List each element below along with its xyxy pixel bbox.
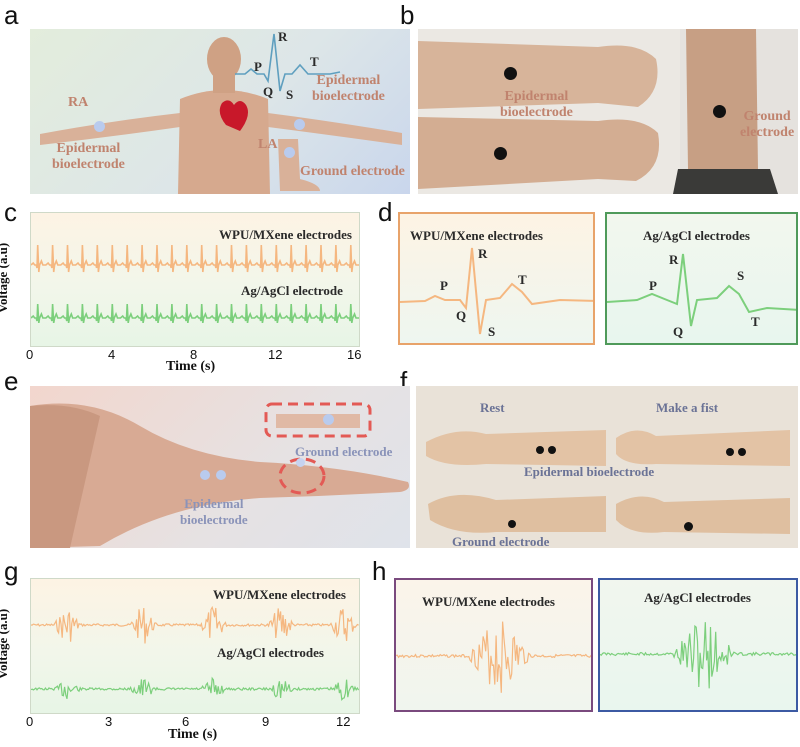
f-dot-3 bbox=[726, 448, 734, 456]
panel-d-left: WPU/MXene electrodes P R Q S T bbox=[398, 212, 595, 345]
d-right-q: Q bbox=[673, 324, 684, 339]
label-la: LA bbox=[258, 137, 278, 152]
panel-letter-e: e bbox=[4, 366, 19, 396]
forearm-photo-illustration bbox=[418, 29, 798, 194]
f-dot-ground-1 bbox=[508, 520, 516, 528]
ecg-single-agagcl bbox=[607, 253, 796, 327]
panel-b: Epidermal bioelectrode Ground electrode bbox=[418, 29, 798, 194]
g-xtick-1: 3 bbox=[105, 714, 113, 729]
series1-label: WPU/MXene electrodes bbox=[213, 587, 346, 602]
epidermal-dot-2 bbox=[216, 470, 226, 480]
h-right-title: Ag/AgCl electrodes bbox=[644, 590, 751, 605]
g-xlabel: Time (s) bbox=[168, 727, 218, 742]
d-left-p: P bbox=[440, 278, 448, 293]
f-dot-1 bbox=[536, 446, 544, 454]
series2-label: Ag/AgCl electrodes bbox=[217, 645, 324, 660]
wave-r: R bbox=[278, 29, 288, 44]
ecg-single-wpu bbox=[400, 247, 593, 335]
h-left-title: WPU/MXene electrodes bbox=[422, 594, 555, 609]
label-ground: Ground electrode bbox=[452, 534, 550, 548]
c-ylabel: Voltage (a.u) bbox=[0, 242, 11, 314]
panel-g-plot: WPU/MXene electrodes Ag/AgCl electrodes bbox=[30, 578, 360, 714]
panel-letter-h: h bbox=[372, 556, 387, 586]
ground-electrode-dot-inset bbox=[323, 414, 334, 425]
emg-burst-agagcl bbox=[600, 622, 796, 689]
label-epidermal: Epidermal bioelectrode bbox=[500, 89, 573, 120]
c-xtick-3: 12 bbox=[268, 347, 283, 362]
panel-letter-b: b bbox=[400, 0, 415, 30]
label-epidermal: Epidermal bioelectrode bbox=[180, 496, 248, 527]
panel-letter-d: d bbox=[378, 197, 393, 227]
panel-letter-g: g bbox=[4, 556, 19, 586]
d-right-s: S bbox=[737, 268, 745, 283]
c-xtick-0: 0 bbox=[26, 347, 34, 362]
label-ground: Ground electrode bbox=[300, 164, 405, 179]
f-dot-2 bbox=[548, 446, 556, 454]
wave-t: T bbox=[310, 54, 319, 69]
panel-h-right: Ag/AgCl electrodes bbox=[598, 578, 798, 712]
c-xtick-4: 16 bbox=[347, 347, 362, 362]
panel-a: RA LA Epidermal bioelectrode Epidermal b… bbox=[30, 29, 410, 194]
ground-electrode-dot bbox=[284, 147, 295, 158]
wave-s: S bbox=[286, 87, 294, 102]
panel-letter-f: f bbox=[400, 366, 408, 396]
series-agagcl-line bbox=[31, 303, 359, 324]
ra-electrode-dot bbox=[94, 121, 105, 132]
f-dot-4 bbox=[738, 448, 746, 456]
ecg-chart-c bbox=[31, 244, 359, 324]
emg-chart-g bbox=[31, 605, 359, 701]
g-xtick-2: 6 bbox=[182, 714, 190, 729]
d-left-t: T bbox=[518, 272, 527, 287]
epidermal-dot-1 bbox=[200, 470, 210, 480]
series-wpu-mxene-line bbox=[31, 244, 359, 273]
emg-burst-wpu bbox=[396, 621, 591, 693]
c-xlabel: Time (s) bbox=[166, 359, 216, 374]
label-ground: Ground electrode bbox=[295, 444, 393, 459]
panel-letter-c: c bbox=[4, 197, 17, 227]
label-epidermal-right: Epidermal bioelectrode bbox=[312, 73, 385, 104]
panel-f: Rest Make a fist Epidermal bioelectrode … bbox=[416, 386, 798, 548]
wave-q: Q bbox=[263, 84, 274, 99]
electrode-dot-lower bbox=[494, 147, 507, 160]
d-right-r: R bbox=[669, 252, 679, 267]
panel-letter-a: a bbox=[4, 0, 19, 30]
series2-label: Ag/AgCl electrode bbox=[241, 283, 343, 298]
d-left-r: R bbox=[478, 246, 488, 261]
label-fist: Make a fist bbox=[656, 400, 719, 415]
wave-p: P bbox=[254, 59, 262, 74]
d-left-title: WPU/MXene electrodes bbox=[410, 228, 543, 243]
label-epidermal: Epidermal bioelectrode bbox=[524, 464, 655, 479]
d-left-s: S bbox=[488, 324, 496, 339]
g-xtick-0: 0 bbox=[26, 714, 34, 729]
d-left-q: Q bbox=[456, 308, 467, 323]
g-xtick-3: 9 bbox=[262, 714, 270, 729]
label-ra: RA bbox=[68, 95, 89, 110]
label-ground: Ground electrode bbox=[740, 109, 795, 140]
c-xtick-1: 4 bbox=[108, 347, 116, 362]
g-ylabel: Voltage (a.u) bbox=[0, 608, 11, 680]
label-epidermal-left: Epidermal bioelectrode bbox=[52, 141, 125, 172]
series-agagcl-emg bbox=[31, 676, 359, 701]
electrode-dot-upper bbox=[504, 67, 517, 80]
ground-dot-wrist bbox=[296, 458, 305, 467]
d-right-t: T bbox=[751, 314, 760, 329]
la-electrode-dot bbox=[294, 119, 305, 130]
human-body-illustration bbox=[40, 33, 402, 194]
series1-label: WPU/MXene electrodes bbox=[219, 227, 352, 242]
panel-h-left: WPU/MXene electrodes bbox=[394, 578, 593, 712]
series-wpu-mxene-emg bbox=[31, 605, 359, 644]
ground-electrode-dot-leg bbox=[713, 105, 726, 118]
d-right-p: P bbox=[649, 278, 657, 293]
label-rest: Rest bbox=[480, 400, 505, 415]
c-xtick-2: 8 bbox=[190, 347, 198, 362]
panel-e: Ground electrode Epidermal bioelectrode bbox=[30, 386, 410, 548]
f-dot-ground-2 bbox=[684, 522, 693, 531]
d-right-title: Ag/AgCl electrodes bbox=[643, 228, 750, 243]
g-xtick-4: 12 bbox=[336, 714, 351, 729]
panel-c-plot: WPU/MXene electrodes Ag/AgCl electrode bbox=[30, 212, 360, 347]
hand-photo-illustration bbox=[426, 430, 790, 534]
panel-d-right: Ag/AgCl electrodes P R Q S T bbox=[605, 212, 798, 345]
